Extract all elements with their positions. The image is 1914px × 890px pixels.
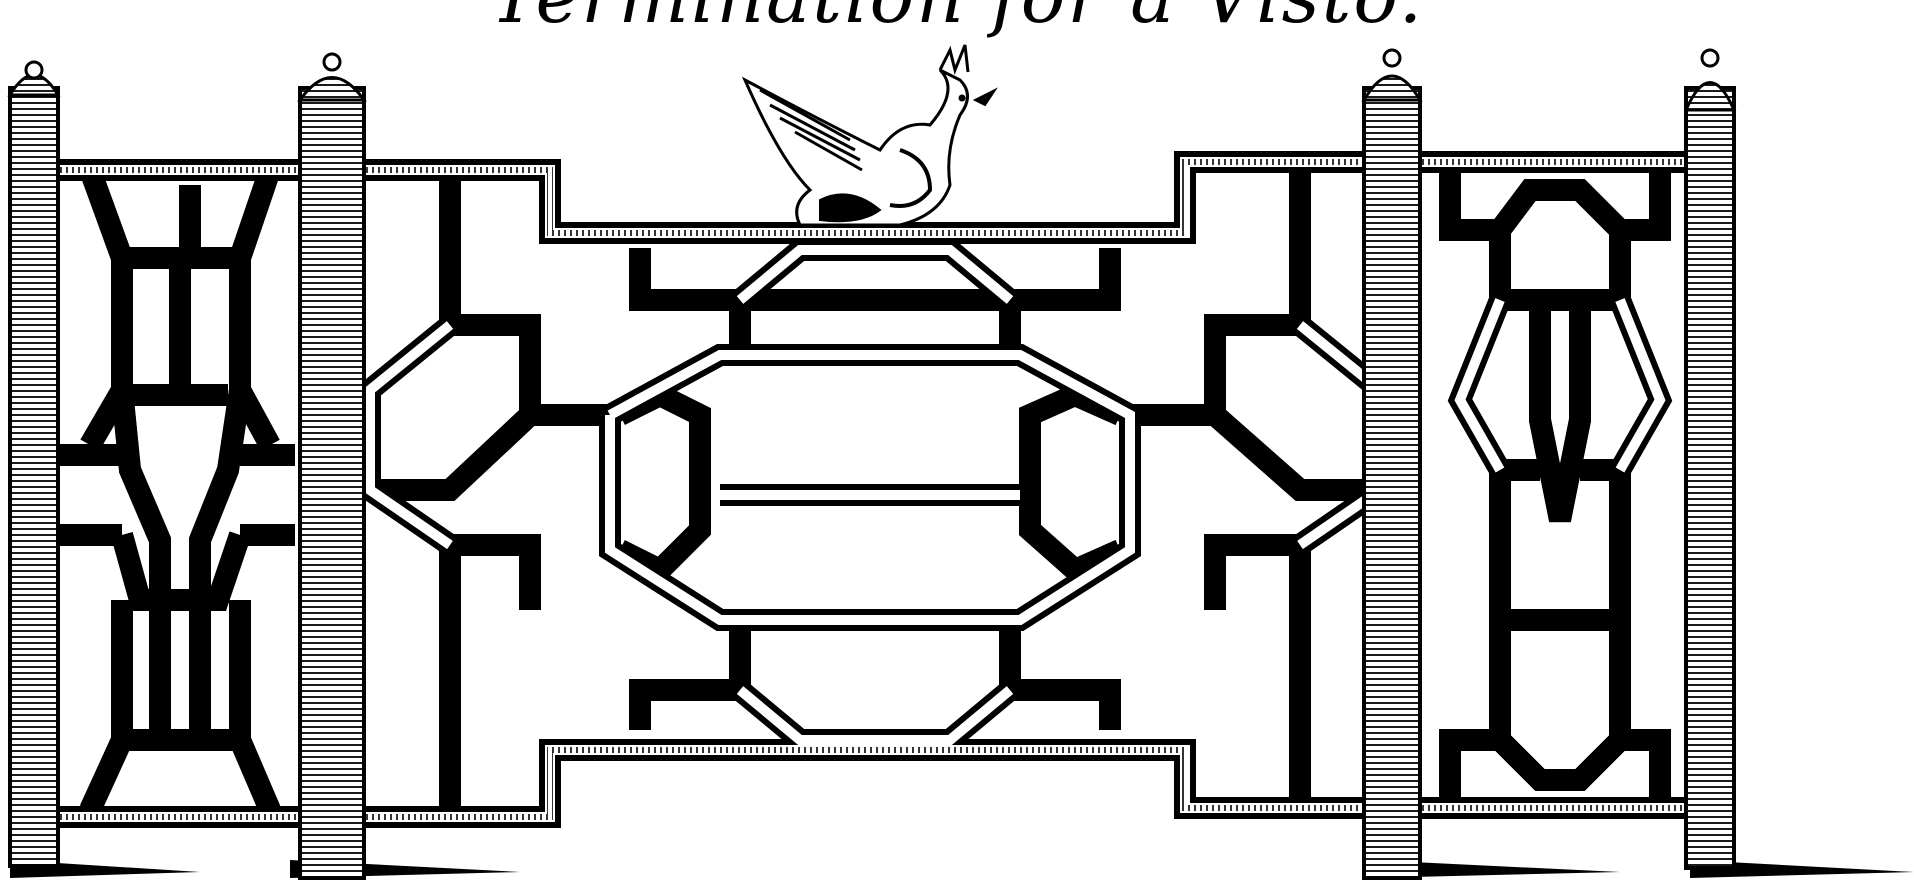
phoenix-finial [741,44,998,227]
ground-shadows [10,860,1914,878]
plate-caption: Termination for a Visto. [0,0,1914,40]
columns [7,48,1737,880]
column-3 [1361,48,1423,880]
column-4 [1683,48,1737,870]
column-1 [7,60,61,868]
column-2 [297,52,367,880]
